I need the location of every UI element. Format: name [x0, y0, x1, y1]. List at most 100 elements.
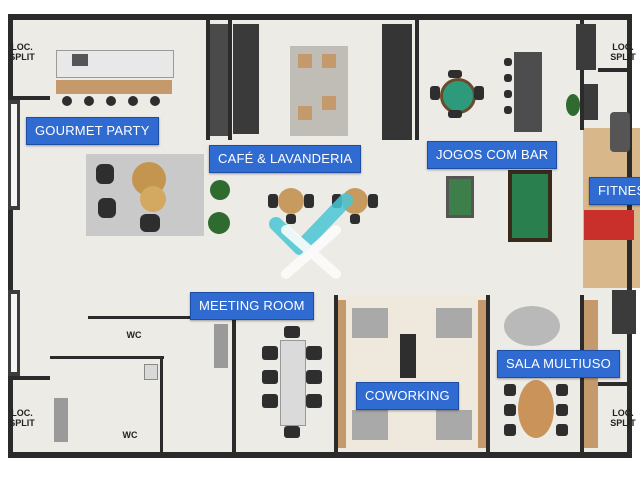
cowork-desk-3 — [352, 410, 388, 440]
counter-top — [72, 54, 88, 66]
cowork-desk-4 — [436, 410, 472, 440]
bar-stool-4 — [504, 106, 512, 114]
stool-4 — [128, 96, 138, 106]
games-chair-3 — [448, 70, 462, 78]
games-table — [440, 78, 476, 114]
wc-toilet-1 — [144, 364, 158, 380]
fitness-weights — [610, 112, 630, 152]
cafe-chair-1 — [268, 194, 278, 208]
wall-coworking-right — [486, 295, 490, 452]
cowork-shelf-right — [478, 300, 486, 448]
cowork-desk-2 — [436, 308, 472, 338]
wc-sink-2 — [54, 398, 68, 442]
multiuso-chair-5 — [556, 404, 568, 416]
watermark-check-icon — [269, 193, 353, 255]
cafe-side-table-3 — [298, 106, 312, 120]
wall-left — [8, 14, 13, 458]
pool-table — [508, 170, 552, 242]
plant-2 — [208, 212, 230, 234]
cafe-side-table-4 — [322, 96, 336, 110]
wall-wc-top — [88, 316, 234, 319]
stool-1 — [62, 96, 72, 106]
loc-split-top-right: LOC. SPLIT — [610, 42, 636, 62]
bar-counter — [514, 52, 542, 132]
wall-top — [8, 14, 632, 20]
cafe-table-1 — [278, 188, 304, 214]
bar-stool-1 — [504, 58, 512, 66]
loc-split-bottom-left: LOC. SPLIT — [9, 408, 35, 428]
watermark-x-icon — [281, 225, 341, 279]
multiuso-table — [518, 380, 554, 438]
wall-split-tr — [598, 68, 632, 72]
meeting-chair-l2 — [262, 370, 278, 384]
multiuso-chair-1 — [504, 384, 516, 396]
meeting-chair-top — [284, 326, 300, 338]
cafe-tv — [382, 24, 412, 140]
foosball-table — [446, 176, 474, 218]
multiuso-rug — [504, 306, 560, 346]
games-chair-4 — [448, 110, 462, 118]
cowork-shelf-left — [338, 300, 346, 448]
label-sala-multiuso: SALA MULTIUSO — [497, 350, 620, 378]
cowork-divider — [400, 334, 416, 378]
lounge-table-2 — [140, 186, 166, 212]
wall-fitness-left — [580, 20, 584, 130]
cafe-cabinet-right — [233, 24, 259, 134]
meeting-chair-l3 — [262, 394, 278, 408]
window-glass-2 — [11, 294, 17, 372]
wall-coworking-left — [334, 295, 338, 452]
fitness-machine-2 — [584, 84, 598, 120]
cafe-chair-2 — [304, 194, 314, 208]
loc-split-bottom-right: LOC. SPLIT — [610, 408, 636, 428]
plant-games — [566, 94, 580, 116]
watermark-logo — [269, 193, 353, 279]
label-coworking: COWORKING — [356, 382, 459, 410]
stool-3 — [106, 96, 116, 106]
wall-cafe-left — [228, 20, 232, 140]
cafe-chair-6 — [350, 214, 360, 224]
games-chair-2 — [474, 86, 484, 100]
meeting-table — [280, 340, 306, 426]
meeting-chair-l1 — [262, 346, 278, 360]
lounge-chair-1 — [96, 164, 114, 184]
fitness-mat — [584, 210, 634, 240]
bar-stool-2 — [504, 74, 512, 82]
label-meeting-room: MEETING ROOM — [190, 292, 314, 320]
wall-meeting-left — [232, 310, 236, 452]
label-cafe-lavanderia: CAFÉ & LAVANDERIA — [209, 145, 362, 173]
wall-wc-mid — [50, 356, 164, 359]
cafe-side-table-1 — [298, 54, 312, 68]
bar-stool-3 — [504, 90, 512, 98]
counter-base — [56, 80, 172, 94]
cowork-desk-1 — [352, 308, 388, 338]
wc-sink-1 — [214, 324, 228, 368]
label-fitness: FITNES — [589, 177, 640, 205]
wall-wc-divider — [160, 356, 163, 452]
cafe-cabinet-left — [210, 24, 228, 136]
stool-2 — [84, 96, 94, 106]
stool-5 — [150, 96, 160, 106]
multiuso-chair-6 — [556, 424, 568, 436]
label-gourmet-party: GOURMET PARTY — [26, 117, 159, 145]
cafe-chair-4 — [368, 194, 378, 208]
cafe-chair-5 — [286, 214, 296, 224]
wall-bottom — [8, 452, 632, 458]
wall-gourmet-right — [206, 20, 210, 140]
wall-cafe-right — [415, 20, 419, 140]
plant-1 — [210, 180, 230, 200]
wc-label-2: WC — [122, 430, 138, 440]
meeting-chair-r2 — [306, 370, 322, 384]
loc-split-top-left: LOC. SPLIT — [9, 42, 35, 62]
multiuso-chair-2 — [504, 404, 516, 416]
fitness-machine-1 — [576, 24, 596, 70]
wall-split-br — [598, 382, 632, 386]
window-glass-1 — [11, 104, 17, 206]
meeting-chair-r3 — [306, 394, 322, 408]
lounge-chair-2 — [98, 198, 116, 218]
meeting-chair-r1 — [306, 346, 322, 360]
wc-label-1: WC — [126, 330, 142, 340]
cafe-side-table-2 — [322, 54, 336, 68]
wall-split-bl — [8, 376, 50, 380]
meeting-chair-bottom — [284, 426, 300, 438]
